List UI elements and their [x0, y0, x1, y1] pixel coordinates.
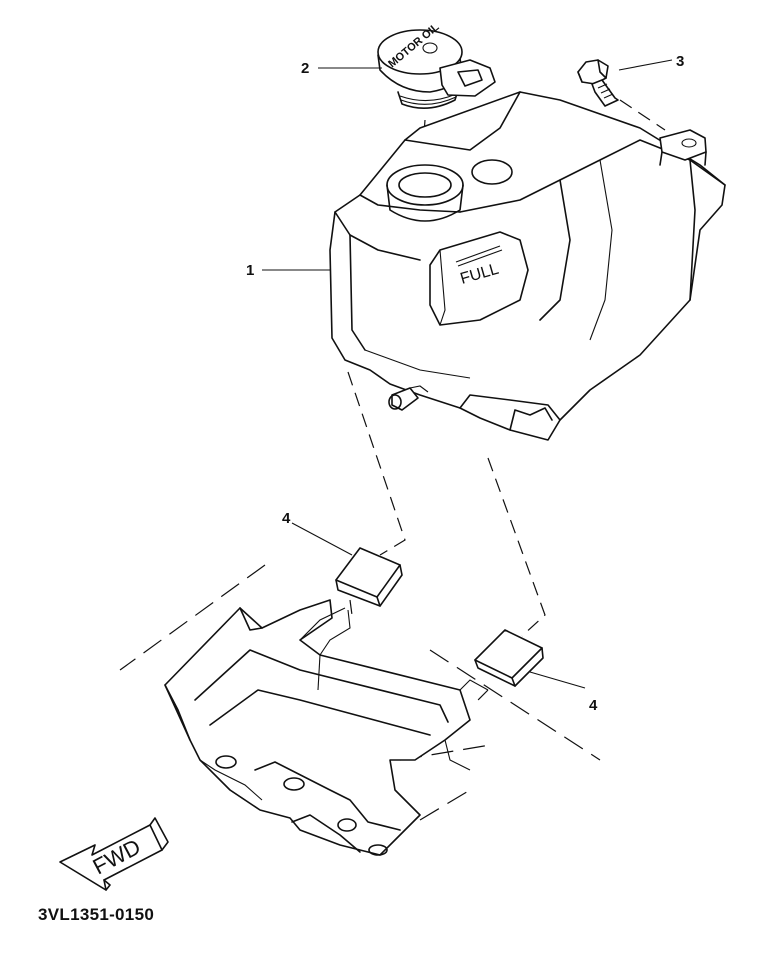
callout-leaders	[262, 59, 673, 689]
oil-tank: FULL	[329, 91, 726, 441]
damper-lower	[474, 629, 544, 687]
callout-number-3: 3	[676, 53, 684, 70]
forward-direction-arrow: FWD	[59, 817, 169, 891]
diagram-reference-code: 3VL1351-0150	[38, 905, 155, 924]
callout-number-4-upper: 4	[282, 510, 291, 527]
damper-upper	[335, 547, 403, 607]
callout-number-4-lower: 4	[589, 697, 598, 714]
flange-bolt	[577, 59, 666, 131]
frame-bracket	[119, 564, 601, 856]
callout-number-2: 2	[301, 60, 309, 77]
oil-cap: MOTOR OIL	[377, 21, 496, 109]
callout-number-1: 1	[246, 262, 254, 279]
